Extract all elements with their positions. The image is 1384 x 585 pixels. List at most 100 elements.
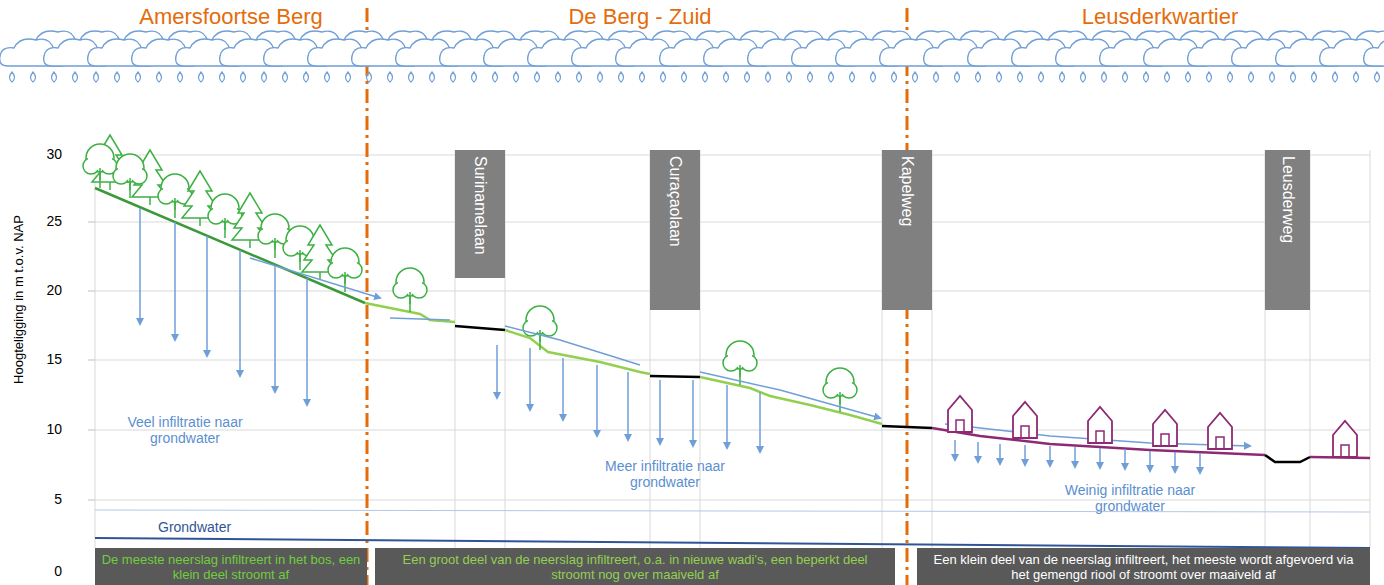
raindrop <box>1123 72 1128 82</box>
raindrop <box>682 72 687 82</box>
raindrop <box>1249 72 1254 82</box>
raindrop <box>829 72 834 82</box>
clouds-rain <box>0 31 1384 82</box>
raindrop <box>724 72 729 82</box>
raindrop <box>115 72 120 82</box>
street-marker: Leusderweg <box>1265 150 1310 310</box>
raindrop <box>52 72 57 82</box>
raindrop <box>661 72 666 82</box>
raindrop <box>241 72 246 82</box>
raindrop <box>451 72 456 82</box>
street-marker: Surinamelaan <box>455 150 505 278</box>
street-name: Surinamelaan <box>472 150 488 255</box>
raindrop <box>157 72 162 82</box>
raindrop <box>913 72 918 82</box>
raindrop <box>1144 72 1149 82</box>
raindrop <box>1018 72 1023 82</box>
raindrop <box>703 72 708 82</box>
raindrop <box>1333 72 1338 82</box>
raindrop <box>535 72 540 82</box>
raindrop <box>262 72 267 82</box>
tick-label: 0 <box>30 563 62 579</box>
raindrop <box>325 72 330 82</box>
raindrop <box>430 72 435 82</box>
raindrop <box>1039 72 1044 82</box>
raindrop <box>346 72 351 82</box>
zone-title: Leusderkwartier <box>960 4 1360 30</box>
raindrop <box>304 72 309 82</box>
raindrop <box>388 72 393 82</box>
cloud <box>1364 39 1384 66</box>
tick-label: 10 <box>30 421 62 437</box>
tick-label: 30 <box>30 146 62 162</box>
raindrop <box>892 72 897 82</box>
zone-summary: Een groot deel van de neerslag infiltree… <box>381 552 889 582</box>
zone-summary: De meeste neerslag infiltreert in het bo… <box>101 552 361 582</box>
raindrop <box>514 72 519 82</box>
street-marker: Kapelweg <box>882 150 932 310</box>
raindrop <box>556 72 561 82</box>
street-name: Curaçaolaan <box>667 150 683 247</box>
raindrop <box>136 72 141 82</box>
raindrop <box>409 72 414 82</box>
raindrop <box>1060 72 1065 82</box>
tick-label: 15 <box>30 351 62 367</box>
raindrop <box>367 72 372 82</box>
street-name: Kapelweg <box>899 150 915 226</box>
raindrop <box>1312 72 1317 82</box>
raindrop <box>640 72 645 82</box>
raindrop <box>1228 72 1233 82</box>
tick-label: 5 <box>30 491 62 507</box>
zone-summary-box: De meeste neerslag infiltreert in het bo… <box>95 548 367 585</box>
raindrop <box>493 72 498 82</box>
raindrop <box>1081 72 1086 82</box>
grid <box>95 150 1370 548</box>
raindrop <box>1102 72 1107 82</box>
raindrop <box>178 72 183 82</box>
raindrop <box>619 72 624 82</box>
raindrop <box>787 72 792 82</box>
raindrop <box>955 72 960 82</box>
zone-title: De Berg - Zuid <box>420 4 860 30</box>
raindrop <box>10 72 15 82</box>
raindrop <box>1375 72 1380 82</box>
raindrop <box>31 72 36 82</box>
infiltration-note: Meer infiltratie naar grondwater <box>585 458 745 490</box>
raindrop <box>766 72 771 82</box>
tick-label: 20 <box>30 282 62 298</box>
groundwater-line <box>95 538 1370 548</box>
raindrop <box>1270 72 1275 82</box>
infiltration-note: Weinig infiltratie naar grondwater <box>1040 482 1220 514</box>
raindrop <box>283 72 288 82</box>
raindrop <box>934 72 939 82</box>
zone-summary-box: Een groot deel van de neerslag infiltree… <box>375 548 895 585</box>
zone-summary: Een klein deel van de neerslag infiltree… <box>923 552 1364 582</box>
zone-separator <box>367 8 907 585</box>
runoff <box>250 258 1250 446</box>
raindrop <box>745 72 750 82</box>
tick-label: 25 <box>30 213 62 229</box>
raindrop <box>220 72 225 82</box>
street-marker: Curaçaolaan <box>650 150 700 310</box>
raindrop <box>199 72 204 82</box>
raindrop <box>1207 72 1212 82</box>
raindrop <box>73 72 78 82</box>
raindrop <box>808 72 813 82</box>
street-name: Leusderweg <box>1280 150 1296 243</box>
raindrop <box>1354 72 1359 82</box>
raindrop <box>598 72 603 82</box>
forest <box>83 135 362 292</box>
groundwater-label: Grondwater <box>158 519 268 535</box>
axis-title: Hoogteligging in m t.o.v. NAP <box>11 170 26 430</box>
raindrop <box>472 72 477 82</box>
terrain <box>95 188 1370 462</box>
raindrop <box>577 72 582 82</box>
infiltration-note: Veel infiltratie naar grondwater <box>100 414 270 446</box>
raindrop <box>976 72 981 82</box>
raindrop <box>850 72 855 82</box>
raindrop <box>1186 72 1191 82</box>
raindrop <box>1165 72 1170 82</box>
raindrop <box>871 72 876 82</box>
raindrop <box>94 72 99 82</box>
houses <box>948 396 1357 457</box>
